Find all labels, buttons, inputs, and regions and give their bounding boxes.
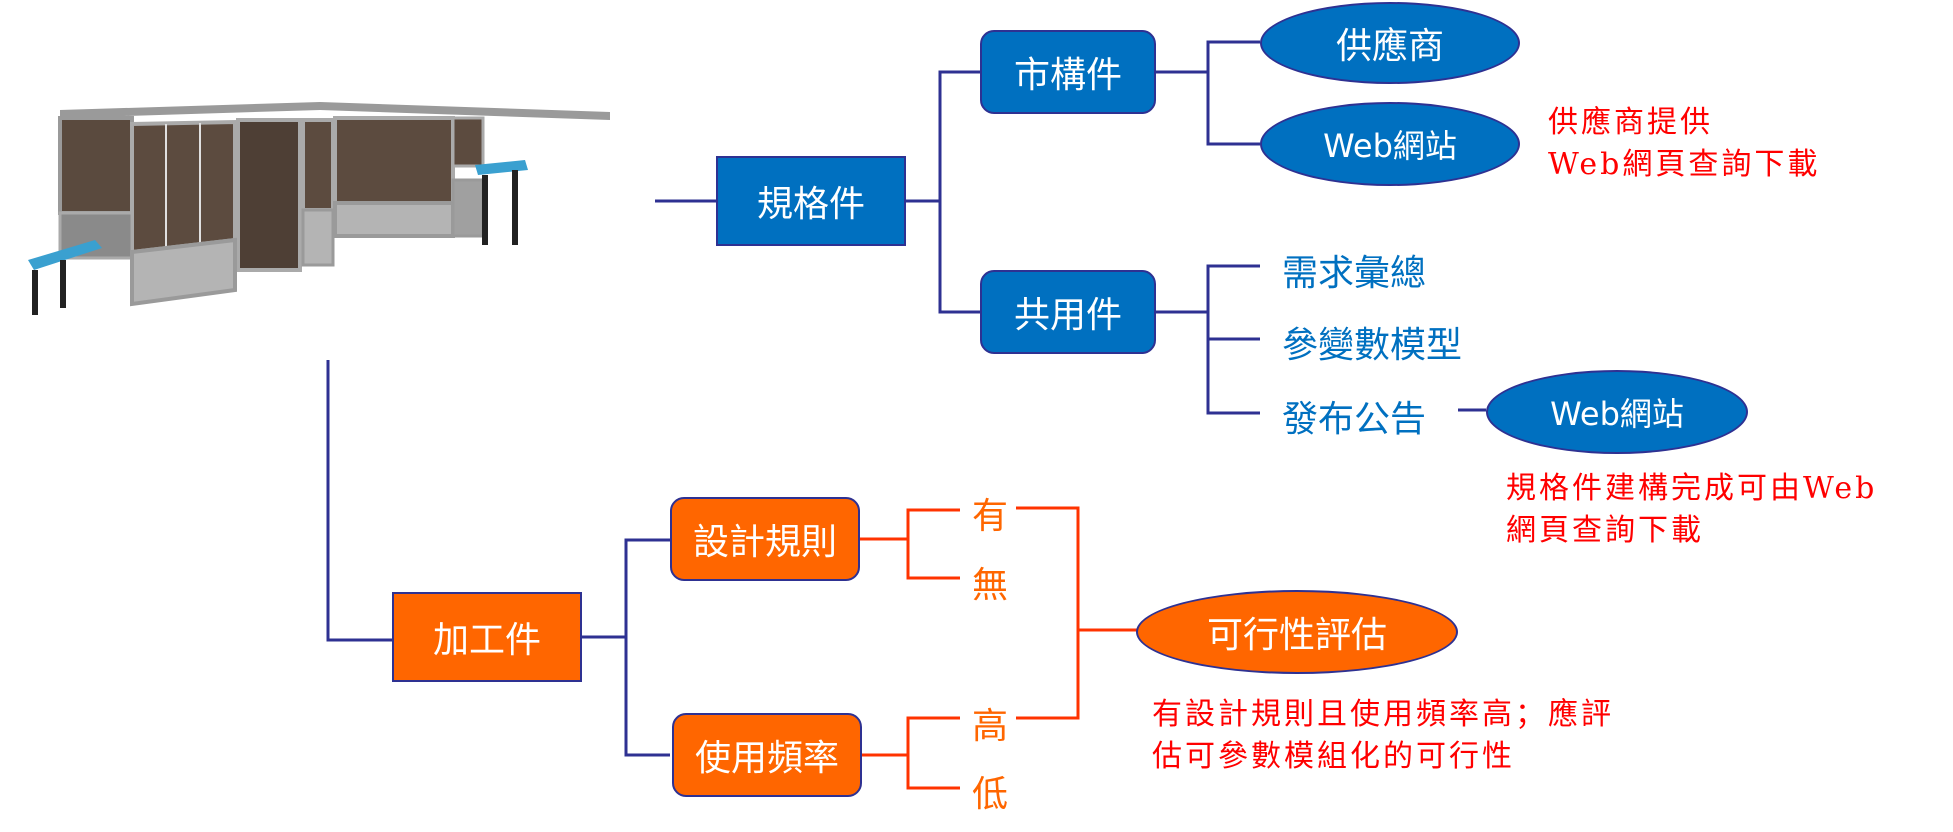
node-market-part: 市構件 — [980, 30, 1156, 114]
note-evaluation-line-2: 估可參數模組化的可行性 — [1152, 739, 1515, 774]
label-demand-summary: 需求彙總 — [1282, 253, 1427, 294]
label-publish-announcement: 發布公告 — [1282, 399, 1427, 440]
note-common-part: 規格件建構完成可由Web 網頁查詢下載 — [1506, 468, 1877, 552]
note-evaluation: 有設計規則且使用頻率高；應評 估可參數模組化的可行性 — [1152, 694, 1614, 778]
machine-lower-panel — [130, 237, 237, 307]
node-feasibility-evaluation-label: 可行性評估 — [1206, 615, 1387, 656]
node-common-website: Web網站 — [1486, 370, 1748, 454]
connector-machined-branches — [624, 538, 670, 757]
note-common-line-1: 規格件建構完成可由Web — [1506, 471, 1878, 506]
machine-left-glass — [58, 116, 134, 215]
connector-market-branches — [1206, 40, 1260, 146]
connector-eval-join — [1016, 506, 1080, 720]
machine-right-glass — [333, 116, 455, 205]
machine-front-glass — [130, 119, 237, 255]
node-market-website-label: Web網站 — [1323, 127, 1457, 165]
label-usage-low: 低 — [972, 774, 1009, 815]
node-market-website: Web網站 — [1260, 102, 1520, 186]
node-supplier: 供應商 — [1260, 2, 1520, 84]
note-market-part: 供應商提供 Web網頁查詢下載 — [1548, 102, 1820, 186]
node-usage-frequency: 使用頻率 — [672, 713, 862, 797]
note-market-line-1: 供應商提供 — [1548, 105, 1713, 140]
left-conveyor — [28, 240, 102, 270]
node-common-part: 共用件 — [980, 270, 1156, 354]
node-machined-part: 加工件 — [392, 592, 582, 682]
node-common-website-label: Web網站 — [1550, 395, 1684, 433]
machine-cell-illustration — [28, 102, 610, 315]
label-design-rule-yes: 有 — [972, 496, 1009, 537]
label-usage-high: 高 — [972, 706, 1009, 747]
note-common-line-2: 網頁查詢下載 — [1506, 513, 1704, 548]
connector-design-options — [906, 508, 960, 580]
node-spec-part-label: 規格件 — [756, 184, 865, 225]
connector-spec-branches — [938, 70, 980, 314]
node-design-rule-label: 設計規則 — [692, 522, 837, 563]
machine-door — [236, 118, 302, 272]
connector-machine-machined — [326, 360, 392, 642]
node-usage-frequency-label: 使用頻率 — [694, 738, 839, 779]
node-feasibility-evaluation: 可行性評估 — [1136, 590, 1458, 674]
node-market-part-label: 市構件 — [1013, 55, 1122, 96]
node-supplier-label: 供應商 — [1335, 26, 1444, 67]
label-parametric-model: 參變數模型 — [1282, 325, 1463, 366]
node-machined-part-label: 加工件 — [432, 620, 541, 661]
label-design-rule-no: 無 — [972, 565, 1009, 606]
note-market-line-2: Web網頁查詢下載 — [1548, 147, 1821, 182]
node-common-part-label: 共用件 — [1013, 295, 1122, 336]
node-spec-part: 規格件 — [716, 156, 906, 246]
machine-roof — [60, 102, 610, 120]
node-design-rule: 設計規則 — [670, 497, 860, 581]
connector-usage-options — [906, 716, 960, 790]
note-evaluation-line-1: 有設計規則且使用頻率高；應評 — [1152, 697, 1614, 732]
